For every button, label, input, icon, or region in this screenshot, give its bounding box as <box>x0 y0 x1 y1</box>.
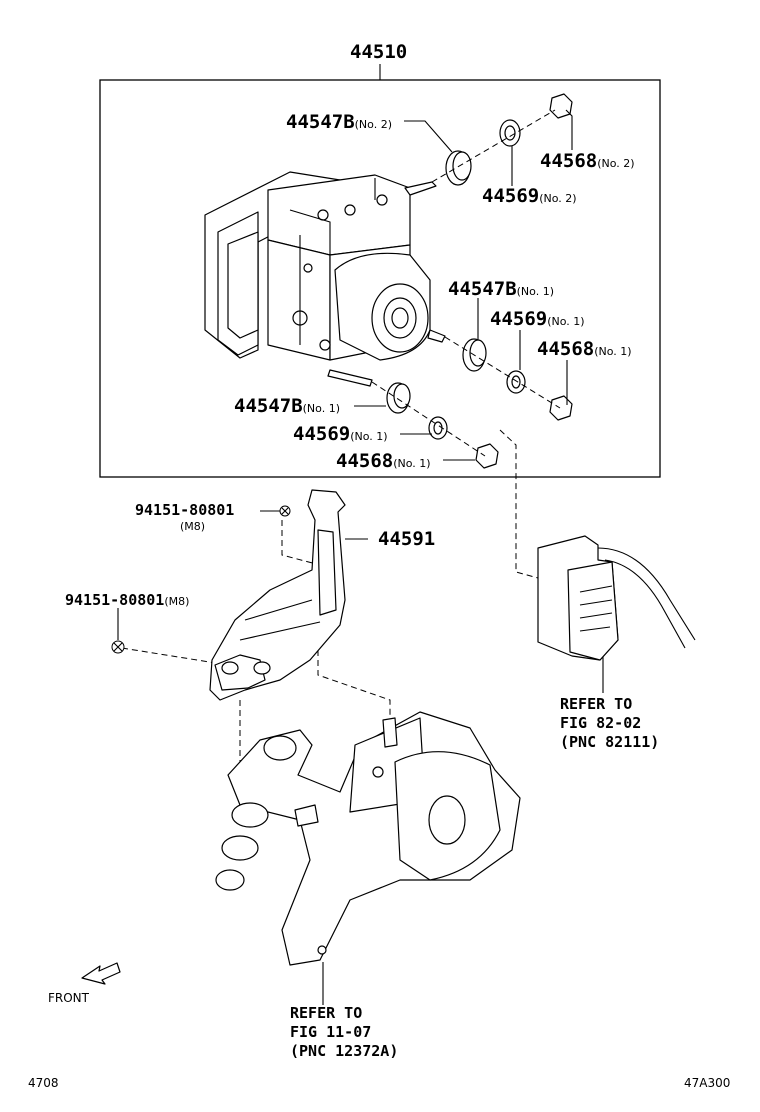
reference-line: FIG 11-07 <box>290 1023 372 1041</box>
abs-actuator <box>204 171 446 387</box>
reference-line: (PNC 12372A) <box>290 1042 399 1060</box>
leader-lines <box>117 109 604 1005</box>
reference-line: REFER TO <box>560 695 633 713</box>
part-number: 44568 <box>537 338 595 360</box>
bracket <box>209 489 346 701</box>
part-note: (No. 1) <box>516 285 554 298</box>
part-label: 44568(No. 2) <box>540 152 635 171</box>
part-label: 44547B(No. 1) <box>448 280 554 299</box>
footer-right-code: 47A300 <box>684 1076 731 1090</box>
part-number: 44568 <box>540 150 598 172</box>
bolt-note: (M8) <box>164 595 190 608</box>
part-number: 44569 <box>482 185 540 207</box>
part-label: 44569(No. 1) <box>293 425 388 444</box>
part-note: (No. 2) <box>597 157 635 170</box>
part-number: 44568 <box>336 450 394 472</box>
front-label: FRONT <box>48 991 89 1005</box>
part-label: 44547B(No. 1) <box>234 397 340 416</box>
part-label: 44569(No. 2) <box>482 187 577 206</box>
assembly-number: 44510 <box>350 41 408 63</box>
part-number: 44547B <box>286 111 355 133</box>
part-label: 44569(No. 1) <box>490 310 585 329</box>
connector <box>537 535 696 661</box>
part-note: (No. 2) <box>539 192 577 205</box>
part-label: 44568(No. 1) <box>537 340 632 359</box>
reference-note-1: REFER TO FIG 82-02 (PNC 82111) <box>560 695 659 752</box>
reference-line: REFER TO <box>290 1004 363 1022</box>
bolt-part-number: 94151-80801 <box>65 591 165 609</box>
part-number: 44547B <box>448 278 517 300</box>
bolt-marker-1 <box>279 505 291 517</box>
reference-line: (PNC 82111) <box>560 733 660 751</box>
reference-line: FIG 82-02 <box>560 714 642 732</box>
part-note: (No. 1) <box>547 315 585 328</box>
part-number: 44547B <box>234 395 303 417</box>
mounting-bracket-lower <box>215 711 521 966</box>
part-note: (No. 1) <box>302 402 340 415</box>
assembly-dashed-lines <box>121 109 561 808</box>
bolt-label-2: 94151-80801(M8) <box>65 592 189 608</box>
mount-hardware <box>386 93 573 469</box>
bracket-part-number: 44591 <box>378 528 436 550</box>
footer-left-code: 4708 <box>28 1076 59 1090</box>
part-number: 44569 <box>490 308 548 330</box>
bolt-marker-2 <box>111 640 125 654</box>
part-note: (No. 1) <box>350 430 388 443</box>
part-note: (No. 1) <box>393 457 431 470</box>
front-arrow-icon <box>81 962 121 985</box>
part-note: (No. 2) <box>354 118 392 131</box>
bolt-part-number: 94151-80801 <box>135 501 235 519</box>
part-label: 44547B(No. 2) <box>286 113 392 132</box>
part-number: 44569 <box>293 423 351 445</box>
bolt-note: (M8) <box>180 520 206 533</box>
part-note: (No. 1) <box>594 345 632 358</box>
reference-note-2: REFER TO FIG 11-07 (PNC 12372A) <box>290 1004 398 1061</box>
part-label: 44568(No. 1) <box>336 452 431 471</box>
